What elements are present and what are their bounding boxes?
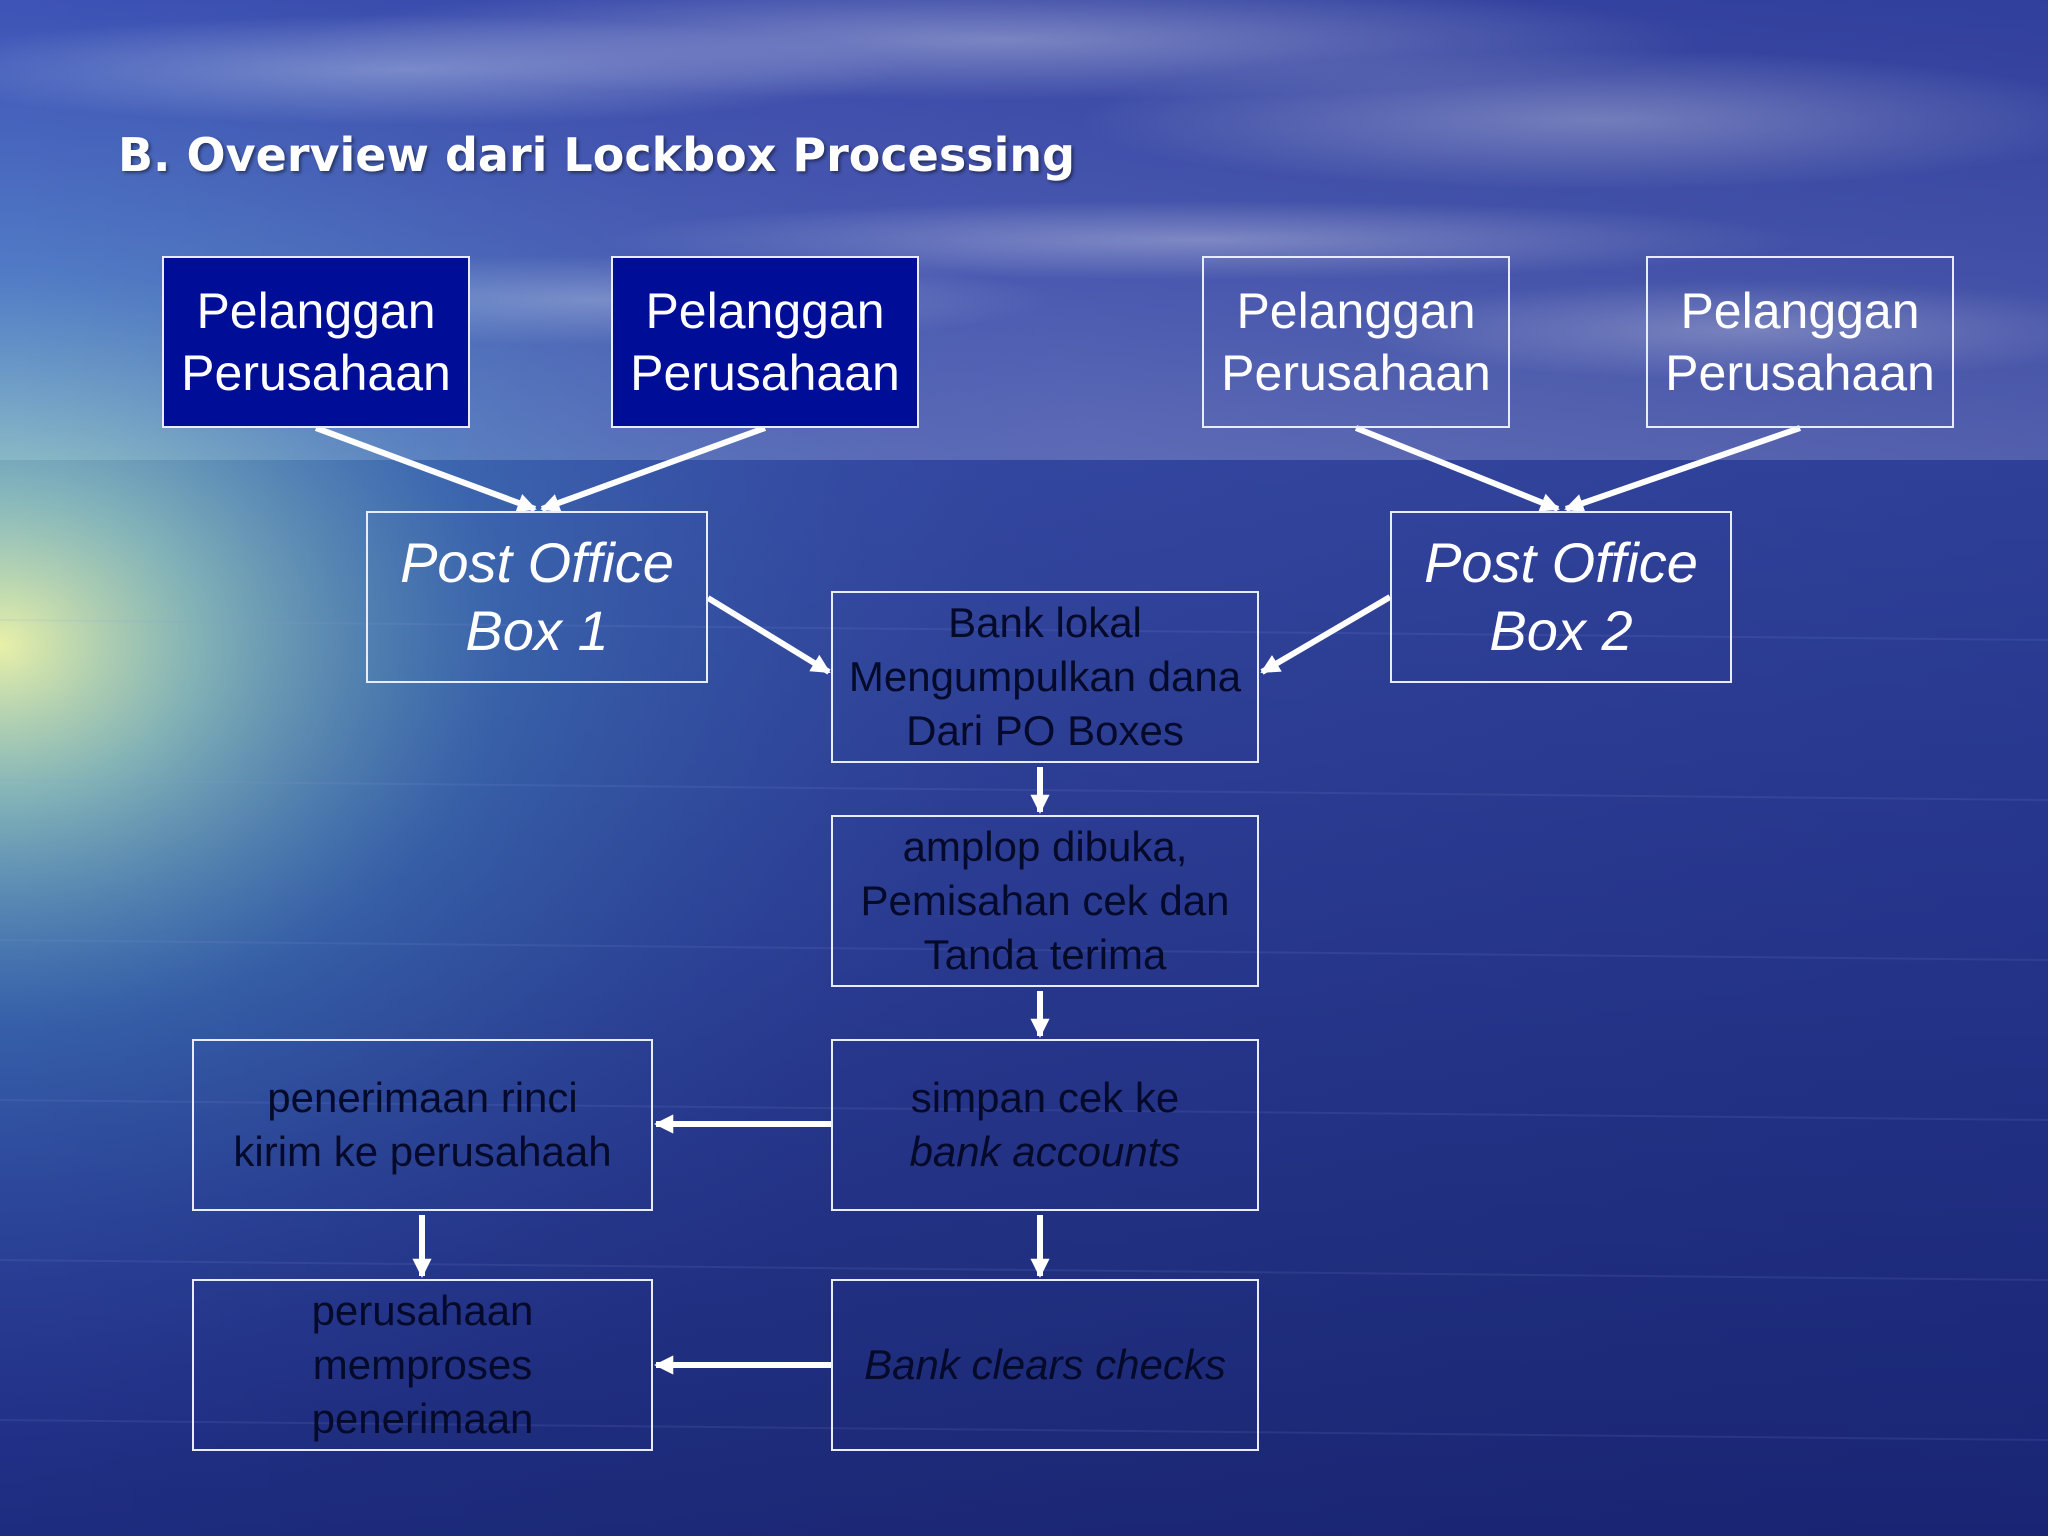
post-office-box-1-line1: Post Office	[400, 531, 674, 594]
receipt-detail-line2: kirim ke perusahaah	[233, 1128, 612, 1175]
customer-box-4: Pelanggan Perusahaan	[1646, 256, 1954, 428]
envelope-open-box: amplop dibuka, Pemisahan cek dan Tanda t…	[831, 815, 1259, 987]
customer-box-3: Pelanggan Perusahaan	[1202, 256, 1510, 428]
envelope-open-line1: amplop dibuka,	[902, 823, 1188, 870]
company-process-line1: perusahaan	[311, 1287, 534, 1334]
customer-box-2-line2: Perusahaan	[630, 345, 900, 401]
bank-clears-line1: Bank clears checks	[864, 1341, 1226, 1388]
deposit-checks-line2: bank accounts	[909, 1128, 1181, 1175]
customer-box-1: Pelanggan Perusahaan	[162, 256, 470, 428]
bank-local-line3: Dari PO Boxes	[906, 707, 1184, 754]
envelope-open-line2: Pemisahan cek dan	[860, 877, 1230, 924]
company-process-line2: memproses	[312, 1341, 533, 1388]
customer-box-1-line1: Pelanggan	[196, 283, 436, 339]
envelope-open-line3: Tanda terima	[923, 931, 1167, 978]
post-office-box-1: Post Office Box 1	[366, 511, 708, 683]
deposit-checks-box: simpan cek ke bank accounts	[831, 1039, 1259, 1211]
post-office-box-2-line1: Post Office	[1424, 531, 1698, 594]
customer-box-4-line1: Pelanggan	[1680, 283, 1920, 339]
customer-box-2: Pelanggan Perusahaan	[611, 256, 919, 428]
deposit-checks-line1: simpan cek ke	[910, 1074, 1180, 1121]
slide-title: B. Overview dari Lockbox Processing	[118, 128, 1076, 182]
customer-box-2-line1: Pelanggan	[645, 283, 885, 339]
post-office-box-2-line2: Box 2	[1489, 599, 1633, 662]
company-process-box: perusahaan memproses penerimaan	[192, 1279, 653, 1451]
receipt-detail-line1: penerimaan rinci	[267, 1074, 578, 1121]
customer-box-4-line2: Perusahaan	[1665, 345, 1935, 401]
customer-box-3-line2: Perusahaan	[1221, 345, 1491, 401]
bank-local-line2: Mengumpulkan dana	[848, 653, 1242, 700]
receipt-detail-box: penerimaan rinci kirim ke perusahaah	[192, 1039, 653, 1211]
bank-local-line1: Bank lokal	[948, 599, 1142, 646]
customer-box-3-line1: Pelanggan	[1236, 283, 1476, 339]
post-office-box-1-line2: Box 1	[465, 599, 609, 662]
bank-clears-box: Bank clears checks	[831, 1279, 1259, 1451]
post-office-box-2: Post Office Box 2	[1390, 511, 1732, 683]
customer-box-1-line2: Perusahaan	[181, 345, 451, 401]
company-process-line3: penerimaan	[311, 1395, 534, 1442]
bank-local-box: Bank lokal Mengumpulkan dana Dari PO Box…	[831, 591, 1259, 763]
